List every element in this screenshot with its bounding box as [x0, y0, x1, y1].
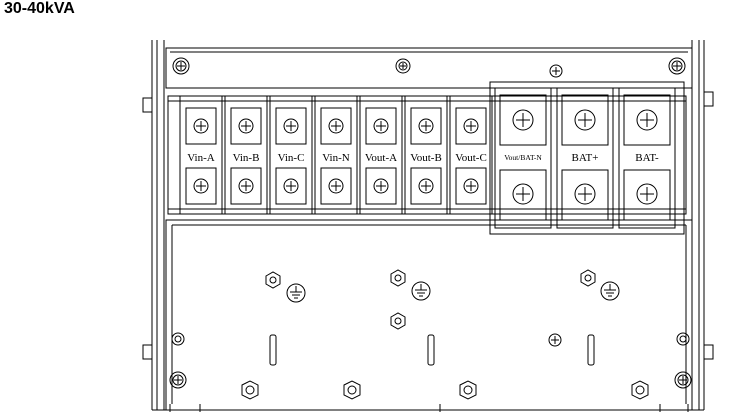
- screw-icon: [171, 332, 185, 346]
- hex-bolt-icon: [343, 380, 361, 400]
- screw-icon: [549, 64, 563, 78]
- large-terminal-group: [489, 81, 685, 235]
- label-vout-a: Vout-A: [365, 152, 397, 164]
- hex-bolt-icon: [390, 269, 406, 287]
- terminal-vin-c: [269, 95, 313, 215]
- terminal-vout-bat-n: [494, 87, 552, 229]
- screw-icon: [668, 57, 686, 75]
- label-vout-bat-n: Vout/BAT-N: [504, 153, 542, 162]
- terminal-labels: Vin-A Vin-B Vin-C Vin-N Vout-A Vout-B Vo…: [187, 152, 659, 164]
- label-vout-b: Vout-B: [410, 152, 442, 164]
- ground-symbol-icon: [286, 283, 306, 303]
- hex-bolt-icon: [390, 312, 406, 330]
- ground-symbol-icon: [600, 281, 620, 301]
- hex-bolt-icon: [241, 380, 259, 400]
- small-terminal-group: [179, 95, 493, 215]
- label-bat-minus: BAT-: [635, 152, 659, 164]
- label-vin-n: Vin-N: [322, 152, 350, 164]
- screw-icon: [548, 333, 562, 347]
- screw-icon: [676, 332, 690, 346]
- label-bat-plus: BAT+: [572, 152, 599, 164]
- hex-bolt-icon: [459, 380, 477, 400]
- terminal-vout-b: [404, 95, 448, 215]
- screw-icon: [395, 58, 411, 74]
- bottom-bolts: [241, 380, 649, 400]
- terminal-vin-a: [179, 95, 223, 215]
- terminal-bat-plus: [556, 87, 614, 229]
- label-vin-c: Vin-C: [278, 152, 305, 164]
- cabinet-frame: [142, 40, 714, 412]
- ground-symbol-icon: [411, 281, 431, 301]
- terminal-bat-minus: [618, 87, 676, 229]
- ground-points: [265, 269, 620, 347]
- terminal-vin-b: [224, 95, 268, 215]
- frame-screws: [169, 57, 692, 389]
- label-vout-c: Vout-C: [455, 152, 487, 164]
- screw-icon: [674, 371, 692, 389]
- label-vin-a: Vin-A: [187, 152, 215, 164]
- hex-bolt-icon: [631, 380, 649, 400]
- cable-slots: [269, 334, 595, 366]
- terminal-vout-c: [449, 95, 493, 215]
- screw-icon: [169, 371, 187, 389]
- terminal-vin-n: [314, 95, 358, 215]
- page-title: 30-40kVA: [4, 0, 75, 17]
- hex-bolt-icon: [580, 269, 596, 287]
- screw-icon: [172, 57, 190, 75]
- terminal-vout-a: [359, 95, 403, 215]
- label-vin-b: Vin-B: [233, 152, 260, 164]
- hex-bolt-icon: [265, 271, 281, 289]
